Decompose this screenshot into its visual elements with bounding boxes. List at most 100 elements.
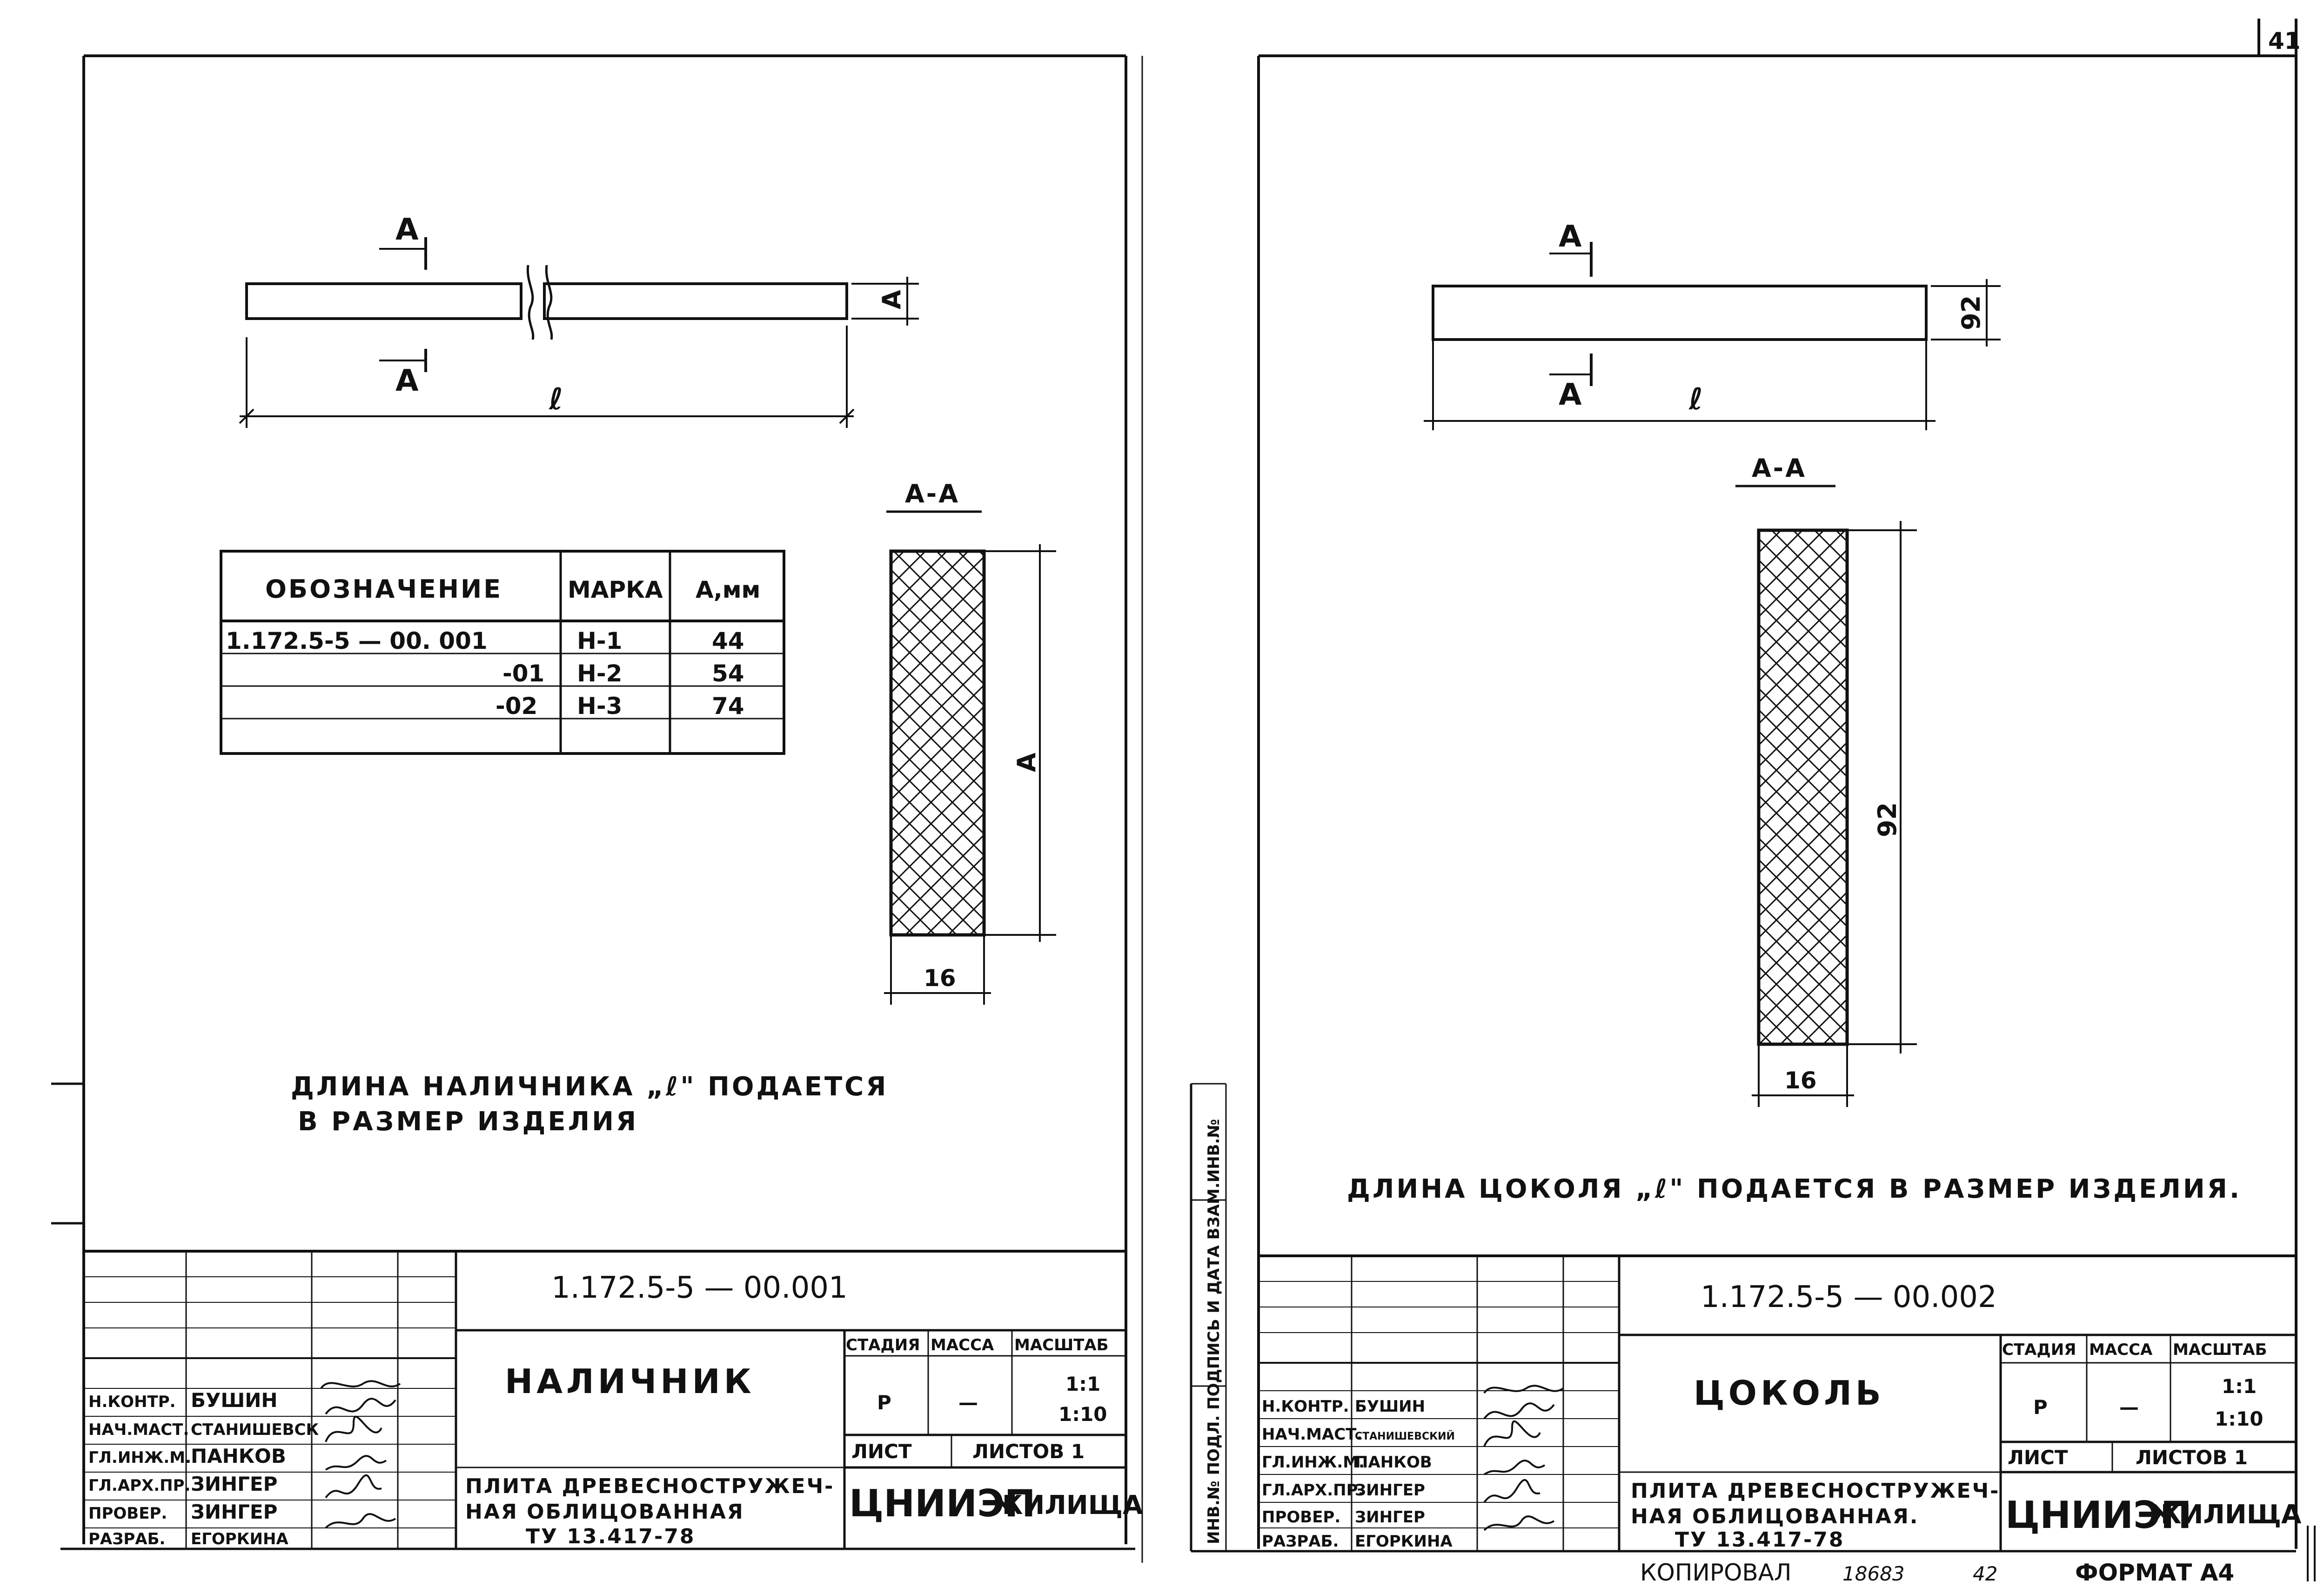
right-person-0: БУШИН	[1355, 1397, 1425, 1416]
left-mass-header: МАССА	[931, 1336, 994, 1354]
table-header-a: А,мм	[696, 576, 760, 603]
right-scale-header: МАСШТАБ	[2173, 1340, 2267, 1359]
left-note-line2: В РАЗМЕР ИЗДЕЛИЯ	[298, 1107, 638, 1137]
left-section-width-label: 16	[924, 965, 956, 992]
footer-sheet-number: 42	[1973, 1562, 1997, 1585]
right-material-line1: ПЛИТА ДРЕВЕСНОСТРУЖЕЧ-	[1631, 1479, 2000, 1503]
right-role-3: ГЛ.АРХ.ПР.	[1262, 1481, 1364, 1500]
left-org-name: ЦНИИЭП	[849, 1482, 1036, 1525]
left-title-block	[84, 1250, 1126, 1549]
left-sheet-label: ЛИСТ	[851, 1440, 912, 1463]
right-person-3: ЗИНГЕР	[1355, 1481, 1425, 1500]
table-header-designation: ОБОЗНАЧЕНИЕ	[265, 574, 502, 604]
left-role-5: РАЗРАБ.	[88, 1530, 165, 1548]
table-cell-r2-mark: Н-2	[577, 660, 622, 687]
left-scale-header: МАСШТАБ	[1014, 1336, 1109, 1354]
left-part-name: НАЛИЧНИК	[505, 1362, 755, 1401]
right-role-4: ПРОВЕР.	[1262, 1508, 1340, 1527]
trim-plan-view	[239, 237, 919, 428]
right-note: ДЛИНА ЦОКОЛЯ „ℓ" ПОДАЕТСЯ В РАЗМЕР ИЗДЕЛ…	[1347, 1174, 2242, 1204]
right-role-1: НАЧ.МАСТ.	[1262, 1425, 1362, 1444]
right-person-1: СТАНИШЕВСКИЙ	[1355, 1430, 1455, 1442]
copied-label: КОПИРОВАЛ	[1640, 1559, 1791, 1586]
table-cell-r3-a: 74	[712, 693, 744, 720]
table-cell-r1-designation: 1.172.5-5 — 00. 001	[226, 627, 488, 654]
height-dim-label: А	[877, 290, 906, 309]
right-section-width-label: 16	[1784, 1067, 1817, 1094]
right-section-mark-bottom: А	[1559, 378, 1585, 412]
left-org-suffix: ЖИЛИЩА	[991, 1490, 1143, 1520]
right-material-line2: НАЯ ОБЛИЦОВАННАЯ.	[1631, 1505, 1919, 1528]
right-title-block	[1259, 1254, 2296, 1551]
format-label: ФОРМАТ А4	[2075, 1559, 2234, 1586]
left-sheet	[51, 54, 1143, 1563]
left-role-3: ГЛ.АРХ.ПР.	[88, 1476, 190, 1495]
order-number: 18683	[1842, 1562, 1905, 1585]
length-label: ℓ	[549, 382, 566, 417]
left-person-1: СТАНИШЕВСК	[191, 1420, 319, 1439]
right-role-5: РАЗРАБ.	[1262, 1532, 1339, 1551]
table-cell-r1-mark: Н-1	[577, 627, 622, 654]
right-sheets-label: ЛИСТОВ 1	[2136, 1446, 2248, 1469]
right-person-5: ЕГОРКИНА	[1355, 1532, 1453, 1551]
left-scale-value-1: 1:1	[1065, 1373, 1100, 1395]
right-scale-value-2: 1:10	[2215, 1407, 2263, 1430]
page-number-box: 41	[2257, 19, 2301, 56]
left-scale-value-2: 1:10	[1058, 1403, 1107, 1426]
right-role-2: ГЛ.ИНЖ.М.	[1262, 1453, 1365, 1472]
right-mass-header: МАССА	[2089, 1340, 2153, 1359]
left-stage-value: Р	[877, 1391, 891, 1414]
left-material-line3: ТУ 13.417-78	[526, 1525, 696, 1548]
left-section-title: А-А	[905, 479, 960, 508]
table-cell-r1-a: 44	[712, 627, 744, 654]
left-section-height-label: А	[1012, 753, 1041, 772]
right-person-4: ЗИНГЕР	[1355, 1508, 1425, 1527]
right-section-view	[1735, 485, 1917, 1107]
left-stage-header: СТАДИЯ	[846, 1336, 920, 1354]
left-role-0: Н.КОНТР.	[88, 1393, 176, 1411]
section-mark-top: А	[395, 213, 422, 247]
right-org-suffix: ЖИЛИЩА	[2150, 1500, 2302, 1530]
right-height-dim: 92	[1956, 295, 1986, 330]
right-section-height-label: 92	[1873, 802, 1902, 837]
left-person-2: ПАНКОВ	[191, 1445, 286, 1467]
table-cell-r2-a: 54	[712, 660, 744, 687]
right-section-mark-top: А	[1559, 220, 1585, 254]
table-cell-r2-designation: -01	[502, 660, 544, 687]
right-scale-value-1: 1:1	[2222, 1375, 2257, 1398]
marks-table	[220, 550, 785, 755]
right-part-name: ЦОКОЛЬ	[1694, 1374, 1885, 1413]
right-stage-value: Р	[2033, 1396, 2048, 1419]
right-person-2: ПАНКОВ	[1355, 1453, 1432, 1472]
table-header-mark: МАРКА	[568, 576, 663, 603]
side-approval-stamp: ИНВ.№ ПОДЛ. ПОДПИСЬ И ДАТА ВЗАМ.ИНВ.№	[1205, 1119, 1223, 1544]
left-section-view	[884, 510, 1056, 1005]
right-doc-code: 1.172.5-5 — 00.002	[1701, 1280, 1997, 1314]
left-person-0: БУШИН	[191, 1389, 278, 1412]
left-person-4: ЗИНГЕР	[191, 1500, 277, 1523]
left-role-4: ПРОВЕР.	[88, 1504, 167, 1523]
left-sheets-label: ЛИСТОВ 1	[972, 1440, 1085, 1463]
right-sheet	[1190, 19, 2316, 1581]
right-sheet-label: ЛИСТ	[2008, 1446, 2068, 1469]
right-mass-value: —	[2119, 1396, 2139, 1419]
right-material-line3: ТУ 13.417-78	[1675, 1528, 1845, 1552]
section-mark-bottom: А	[395, 364, 422, 398]
left-person-3: ЗИНГЕР	[191, 1473, 277, 1495]
left-role-2: ГЛ.ИНЖ.М.	[88, 1448, 191, 1467]
right-section-title: А-А	[1752, 453, 1807, 483]
left-mass-value: —	[958, 1391, 978, 1414]
left-person-5: ЕГОРКИНА	[191, 1530, 288, 1548]
plinth-plan-view	[1424, 242, 2001, 430]
left-doc-code: 1.172.5-5 — 00.001	[551, 1271, 848, 1305]
left-role-1: НАЧ.МАСТ.	[88, 1420, 189, 1439]
left-material-line1: ПЛИТА ДРЕВЕСНОСТРУЖЕЧ-	[465, 1474, 834, 1498]
table-cell-r3-designation: -02	[496, 693, 537, 720]
left-note-line1: ДЛИНА НАЛИЧНИКА „ℓ" ПОДАЕТСЯ	[291, 1072, 888, 1102]
right-role-0: Н.КОНТР.	[1262, 1397, 1349, 1416]
right-length-label: ℓ	[1688, 382, 1706, 417]
right-stage-header: СТАДИЯ	[2002, 1340, 2076, 1359]
left-material-line2: НАЯ ОБЛИЦОВАННАЯ	[465, 1500, 744, 1524]
table-cell-r3-mark: Н-3	[577, 693, 622, 720]
